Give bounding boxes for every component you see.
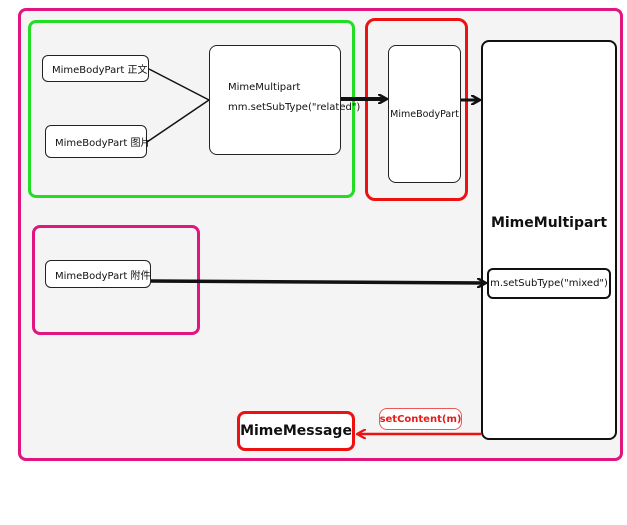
mixed-multipart-title: MimeMultipart [490, 215, 608, 231]
image-body-part: MimeBodyPart 图片 [45, 125, 150, 158]
related-subtype-call: mm.setSubType("related") [228, 102, 361, 113]
related-group-frame [28, 20, 355, 198]
wrapper-body-part: MimeBodyPart [388, 45, 461, 183]
text-part-link [148, 68, 210, 101]
mime-message-box: MimeMessage [237, 411, 355, 451]
wrapper-group-frame [365, 18, 468, 201]
related-multipart-title: MimeMultipart [228, 82, 301, 93]
image-part-link [146, 99, 210, 143]
attachment-to-mixed-arrow [150, 281, 485, 283]
set-content-label: setContent(m) [379, 408, 462, 430]
related-multipart-box: MimeMultipart mm.setSubType("related") [209, 45, 361, 155]
attachment-body-part: MimeBodyPart 附件 [45, 260, 151, 288]
mixed-multipart-box [481, 40, 617, 440]
text-body-part: MimeBodyPart 正文 [42, 55, 149, 82]
mixed-subtype-call: m.setSubType("mixed") [487, 268, 611, 299]
